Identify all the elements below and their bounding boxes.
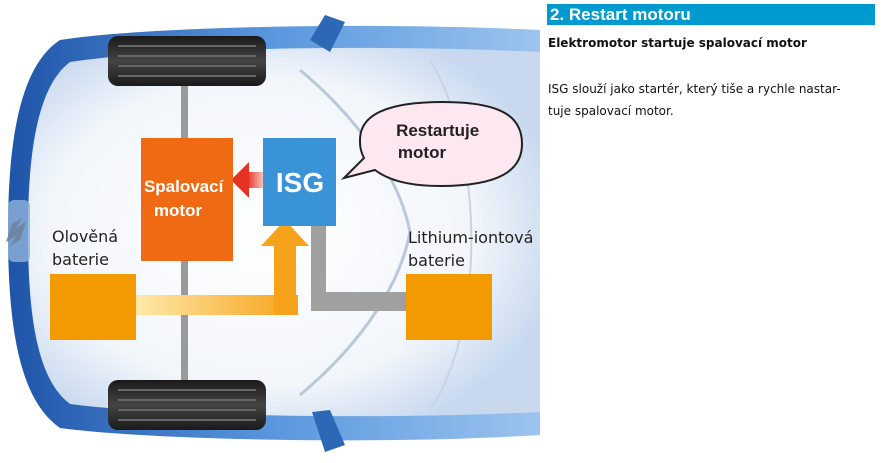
svg-text:Spalovací motor: Spalovací motor [144, 177, 228, 220]
lead-battery-label-line1: Olověná [52, 227, 118, 246]
mirror-top-icon [310, 15, 345, 52]
engine-label-line1: Spalovací [144, 177, 225, 196]
tire-top-icon [108, 36, 266, 86]
lead-battery-box [50, 274, 136, 340]
lithium-battery-label-line1: Lithium-iontová [408, 228, 533, 247]
bubble-label-line1: Restartuje [396, 121, 479, 140]
isg-label: ISG [276, 167, 324, 198]
svg-text:Lithium-iontová baterie: Lithium-iontová baterie [408, 228, 539, 270]
car-logo-icon [6, 218, 26, 246]
section-body: ISG slouží jako startér, který tiše a ry… [548, 78, 870, 122]
section-title: 2. Restart motoru [547, 4, 875, 25]
restart-bubble: Restartuje motor [340, 100, 524, 188]
isg-box [263, 138, 336, 226]
tire-bottom-icon [108, 380, 266, 430]
svg-text:Olověná baterie: Olověná baterie [52, 227, 123, 269]
bubble-label-line2: motor [398, 143, 447, 162]
start-arrow-icon [231, 162, 265, 198]
lithium-battery-label-line2: baterie [408, 251, 465, 270]
body-line-1: ISG slouží jako startér, který tiše a ry… [548, 82, 841, 96]
mirror-bottom-icon [312, 410, 345, 452]
lead-battery-label-line2: baterie [52, 250, 109, 269]
section-subtitle: Elektromotor startuje spalovací motor [548, 36, 807, 50]
energy-flow-arrow [136, 220, 309, 315]
combustion-engine-box [141, 138, 233, 261]
gray-connector [311, 222, 406, 311]
lithium-battery-box [406, 274, 492, 340]
body-line-2: tuje spalovací motor. [548, 104, 674, 118]
svg-text:Restartuje motor: Restartuje motor [396, 121, 484, 162]
engine-label-line2: motor [154, 201, 203, 220]
start-stop-diagram: Spalovací motor ISG Restartuje motor Olo… [6, 15, 540, 452]
